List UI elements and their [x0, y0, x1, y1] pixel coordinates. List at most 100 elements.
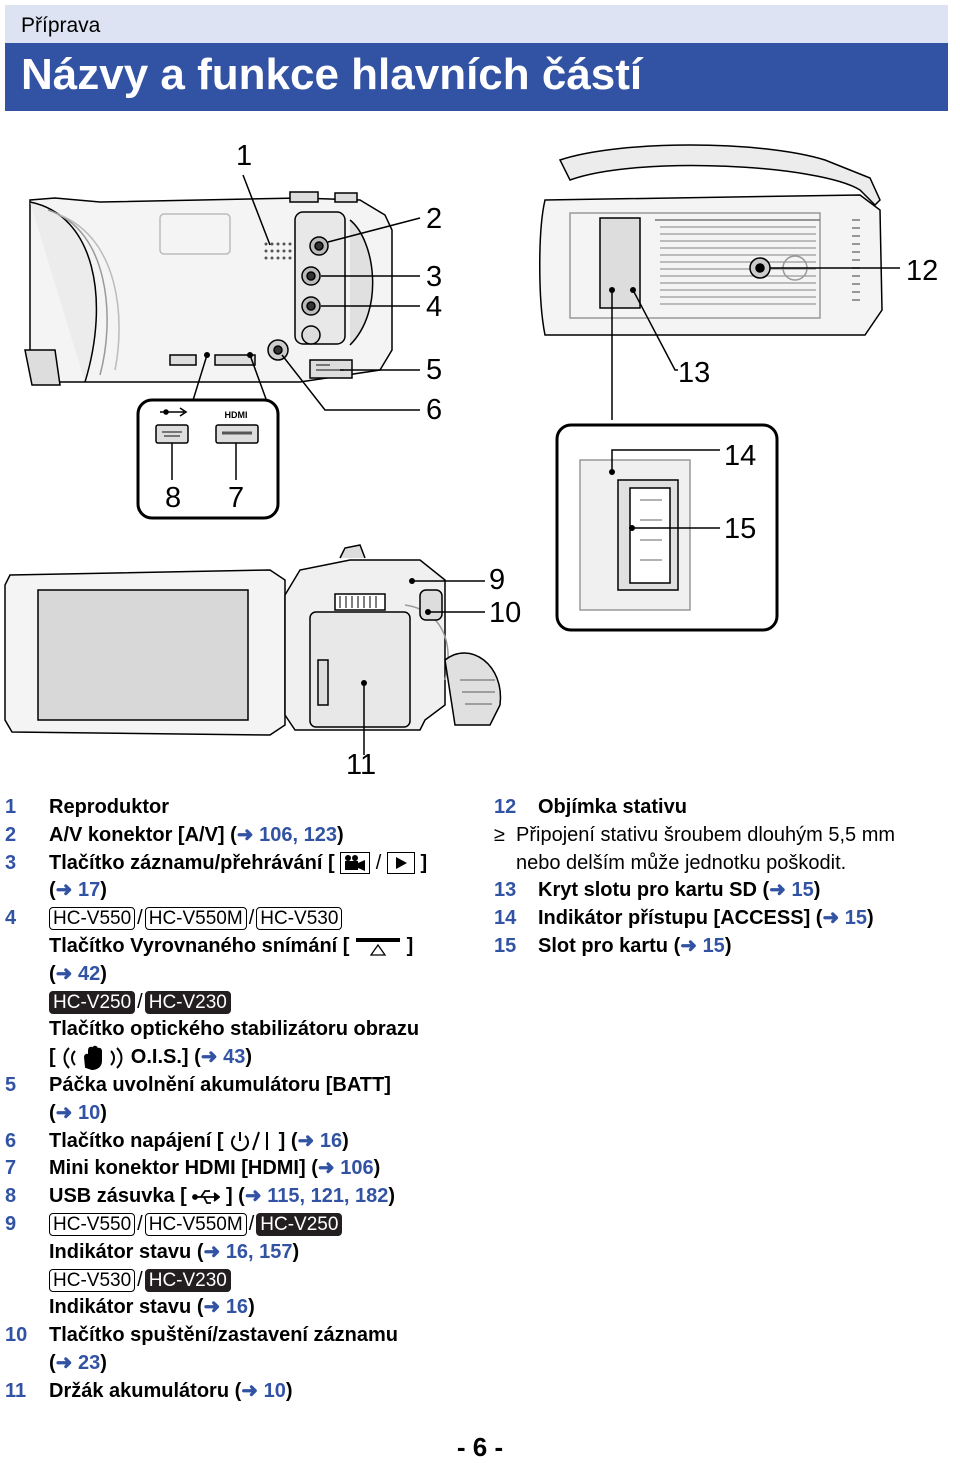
- figure-label-3: 3: [426, 261, 442, 293]
- close-paren: ): [373, 1157, 381, 1180]
- list-item: 5 Páčka uvolnění akumulátoru [BATT] (➜ 1…: [5, 1072, 475, 1128]
- page-reference[interactable]: 43: [223, 1046, 246, 1069]
- bullet-icon: ≥: [494, 823, 505, 846]
- list-item: 12 Objímka stativu: [494, 794, 949, 822]
- model-badge: HC-V550M: [144, 1212, 247, 1236]
- ois-hand-icon: [63, 1045, 123, 1070]
- page-reference[interactable]: 15: [791, 879, 814, 902]
- model-badge: HC-V550: [49, 907, 136, 931]
- figure-label-7: 7: [228, 482, 244, 514]
- list-item: 9 HC-V550/HC-V550M/HC-V250 Indikátor sta…: [5, 1211, 475, 1322]
- camera-bottom-view: [539, 144, 900, 632]
- model-badge: HC-V530: [256, 907, 343, 931]
- item-text: Slot pro kartu (: [538, 934, 681, 957]
- open-paren: (: [49, 1101, 56, 1124]
- close-paren: ): [100, 879, 107, 902]
- arrow-icon: ➜: [236, 823, 260, 846]
- item-text: A/V konektor [A/V] (: [49, 823, 237, 846]
- slash: /: [137, 1212, 143, 1235]
- list-item: 8 USB zásuvka [ ] (➜ 115, 121, 182): [5, 1183, 475, 1211]
- list-item: 2 A/V konektor [A/V] (➜ 106, 123): [5, 822, 475, 850]
- figure-label-13: 13: [678, 357, 710, 389]
- arrow-icon: ➜: [822, 907, 845, 930]
- item-number: 13: [494, 879, 517, 902]
- figure-label-14: 14: [724, 440, 756, 472]
- arrow-icon: ➜: [297, 1129, 320, 1152]
- figure-label-11: 11: [346, 749, 376, 780]
- figure-label-8: 8: [165, 482, 181, 514]
- close-paren: ): [248, 1296, 255, 1319]
- item-number: 10: [5, 1324, 28, 1347]
- slash: /: [137, 907, 143, 930]
- page-reference[interactable]: 16: [225, 1296, 249, 1319]
- model-badge: HC-V550: [49, 1212, 136, 1236]
- item-text: Páčka uvolnění akumulátoru [BATT]: [49, 1073, 391, 1096]
- slash: /: [137, 990, 143, 1013]
- hdmi-port-label: HDMI: [225, 410, 248, 420]
- model-badge-dark: HC-V250: [49, 990, 136, 1014]
- slash: /: [248, 1212, 255, 1235]
- arrow-icon: ➜: [55, 1101, 78, 1124]
- page-reference[interactable]: 16, 157: [225, 1240, 293, 1263]
- figure-label-10: 10: [489, 597, 521, 629]
- item-text: Tlačítko optického stabilizátoru obrazu: [49, 1018, 420, 1041]
- list-item: 7 Mini konektor HDMI [HDMI] (➜ 106): [5, 1155, 475, 1183]
- close-paren: ): [100, 1351, 107, 1374]
- close-paren: ): [292, 1240, 300, 1263]
- power-icon: [231, 1131, 269, 1152]
- arrow-icon: ➜: [203, 1296, 226, 1319]
- section-header: Příprava: [5, 5, 948, 43]
- page-reference[interactable]: 115, 121, 182: [267, 1185, 389, 1208]
- item-text: Indikátor stavu (: [49, 1240, 204, 1263]
- slash: /: [137, 1268, 143, 1291]
- arrow-icon: ➜: [317, 1157, 341, 1180]
- page-reference[interactable]: 17: [78, 879, 101, 902]
- item-number: 4: [5, 907, 17, 930]
- page-reference[interactable]: 10: [78, 1101, 101, 1124]
- open-paren: (: [49, 1351, 56, 1374]
- item-number: 2: [5, 823, 17, 846]
- arrow-icon: ➜: [55, 879, 78, 902]
- arrow-icon: ➜: [203, 1240, 226, 1263]
- open-paren: (: [49, 962, 56, 985]
- list-item: 14 Indikátor přístupu [ACCESS] (➜ 15): [494, 905, 949, 933]
- slash: /: [248, 907, 255, 930]
- close-paren: ): [336, 823, 344, 846]
- figure-label-6: 6: [426, 394, 442, 426]
- camera-side-view: HDMI: [24, 174, 421, 520]
- figure-label-5: 5: [426, 354, 442, 386]
- item-number: 15: [494, 934, 517, 957]
- list-item: 13 Kryt slotu pro kartu SD (➜ 15): [494, 877, 949, 905]
- page-reference[interactable]: 15: [702, 934, 725, 957]
- bracket-close: ]: [420, 851, 428, 874]
- item-text: Tlačítko Vyrovnaného snímání [: [49, 934, 350, 957]
- list-item: 10 Tlačítko spuštění/zastavení záznamu (…: [5, 1322, 475, 1378]
- slash: /: [375, 851, 382, 874]
- page-reference[interactable]: 42: [78, 962, 101, 985]
- page-reference[interactable]: 15: [844, 907, 868, 930]
- item-text: Objímka stativu: [538, 796, 687, 818]
- item-text: Tlačítko záznamu/přehrávání [: [49, 851, 335, 874]
- figure-label-2: 2: [426, 203, 442, 235]
- arrow-icon: ➜: [200, 1046, 224, 1069]
- item-text: Indikátor stavu (: [49, 1296, 204, 1319]
- page-reference[interactable]: 106: [340, 1157, 374, 1180]
- tripod-note: ≥ Připojení stativu šroubem dlouhým 5,5 …: [494, 822, 949, 878]
- video-camera-icon: [340, 852, 371, 875]
- page-reference[interactable]: 106, 123: [259, 823, 337, 846]
- bracket-close: ] (: [225, 1185, 245, 1208]
- arrow-icon: ➜: [55, 1351, 78, 1374]
- bracket-close: ] (: [278, 1129, 298, 1152]
- page-reference[interactable]: 10: [263, 1379, 286, 1402]
- page-reference[interactable]: 23: [78, 1351, 101, 1374]
- item-number: 9: [5, 1212, 17, 1235]
- page-reference[interactable]: 16: [319, 1129, 343, 1152]
- close-paren: ): [285, 1379, 293, 1402]
- list-item: 3 Tlačítko záznamu/přehrávání [ / ] (➜ 1…: [5, 850, 475, 906]
- item-text: Mini konektor HDMI [HDMI] (: [49, 1157, 318, 1180]
- model-badge-dark: HC-V230: [144, 1268, 231, 1292]
- play-icon: [386, 852, 415, 875]
- model-badge-dark: HC-V230: [144, 990, 231, 1014]
- list-item: 6 Tlačítko napájení [ ] (➜ 16): [5, 1128, 475, 1156]
- arrow-icon: ➜: [244, 1185, 268, 1208]
